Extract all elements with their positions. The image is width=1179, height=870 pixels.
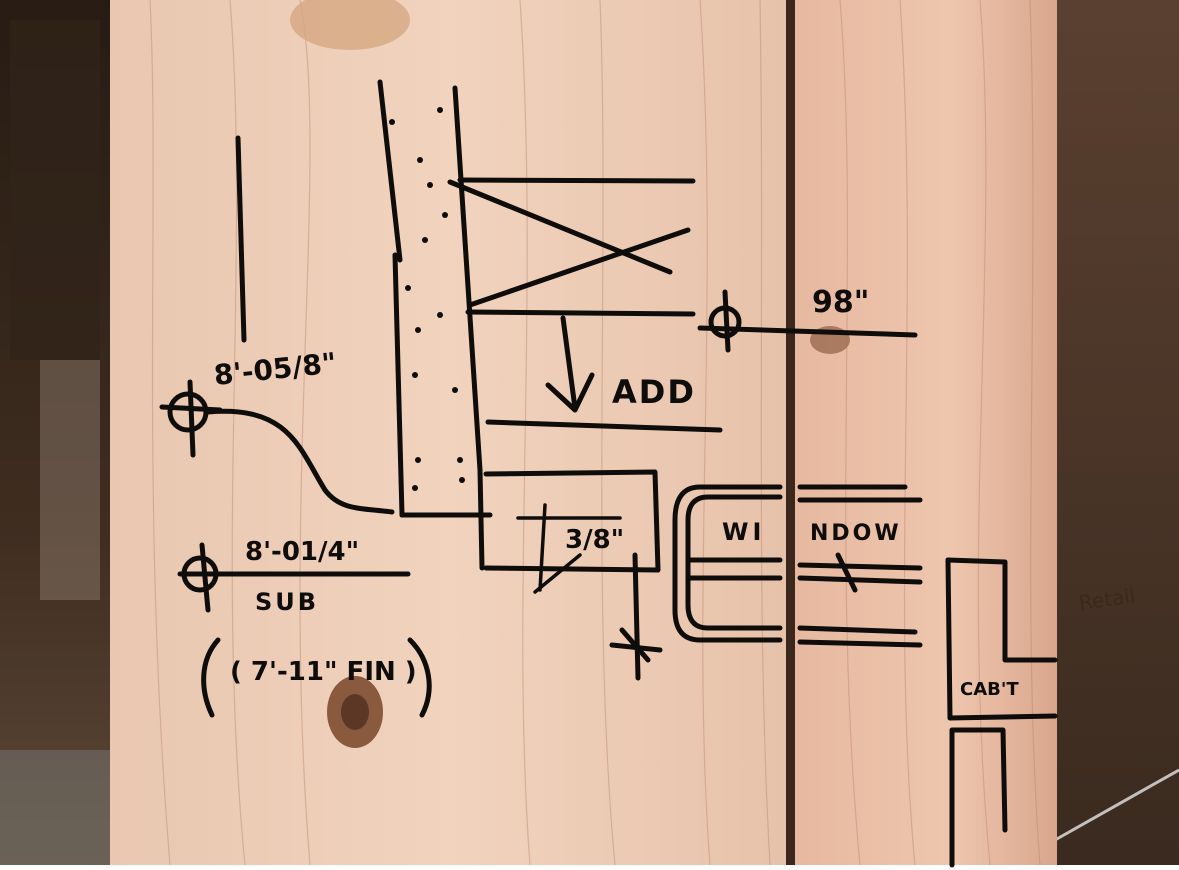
background-right <box>1055 0 1179 870</box>
stud-left <box>110 0 790 865</box>
label-top-elevation: 98" <box>812 285 869 320</box>
label-finish: ( 7'-11" FIN ) <box>230 657 417 687</box>
label-window-left: WI <box>722 518 765 546</box>
stud-right <box>795 0 1057 865</box>
label-window-right: NDOW <box>810 521 902 546</box>
label-sub-floor: 8'-01/4" <box>245 537 359 567</box>
knot-top <box>290 0 410 50</box>
label-cabinet: CAB'T <box>960 679 1019 700</box>
stud-gap <box>786 0 795 865</box>
label-add: ADD <box>612 373 696 411</box>
label-sub: SUB <box>255 588 319 616</box>
marker-drawing <box>159 79 1058 868</box>
label-fraction: 3/8" <box>565 525 624 555</box>
